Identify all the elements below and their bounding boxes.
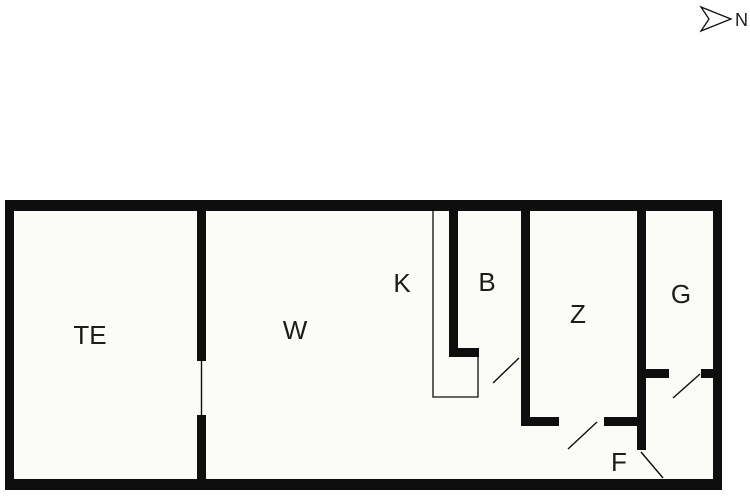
north-arrow-icon — [699, 5, 733, 33]
floor-area — [14, 211, 713, 479]
wall-g-bottom-left — [637, 369, 669, 378]
wall-te-w-lower — [197, 415, 206, 479]
door-f — [640, 451, 664, 479]
wall-outer-left — [5, 200, 14, 490]
doors — [200, 357, 701, 479]
room-label-b: B — [478, 267, 495, 297]
room-label-w: W — [283, 315, 308, 345]
wall-z-bottom-right — [604, 417, 646, 426]
room-label-te: TE — [73, 320, 106, 350]
wall-f-stub — [637, 426, 646, 450]
interior-walls — [197, 211, 713, 479]
room-label-z: Z — [570, 299, 586, 329]
wall-b-bottom — [449, 348, 479, 357]
room-label-g: G — [671, 279, 691, 309]
north-label: N — [735, 10, 748, 30]
outer-walls — [5, 200, 722, 490]
wall-z-bottom-left — [521, 417, 559, 426]
wall-outer-bottom — [5, 479, 722, 490]
wall-g-bottom-right — [701, 369, 713, 378]
door-z — [567, 421, 598, 450]
wall-outer-right — [713, 200, 722, 490]
room-label-k: K — [393, 268, 411, 298]
room-labels: TE W K B Z G F — [73, 267, 691, 477]
wall-outer-top — [5, 200, 722, 211]
wall-b-z — [521, 211, 530, 426]
wall-te-w-upper — [197, 211, 206, 361]
room-label-f: F — [611, 447, 627, 477]
kitchen-boundary-line — [432, 211, 479, 398]
door-b — [492, 357, 520, 384]
wall-b-left — [449, 211, 458, 357]
door-g — [672, 373, 701, 399]
north-arrow: N — [699, 5, 748, 33]
wall-z-g — [637, 211, 646, 426]
